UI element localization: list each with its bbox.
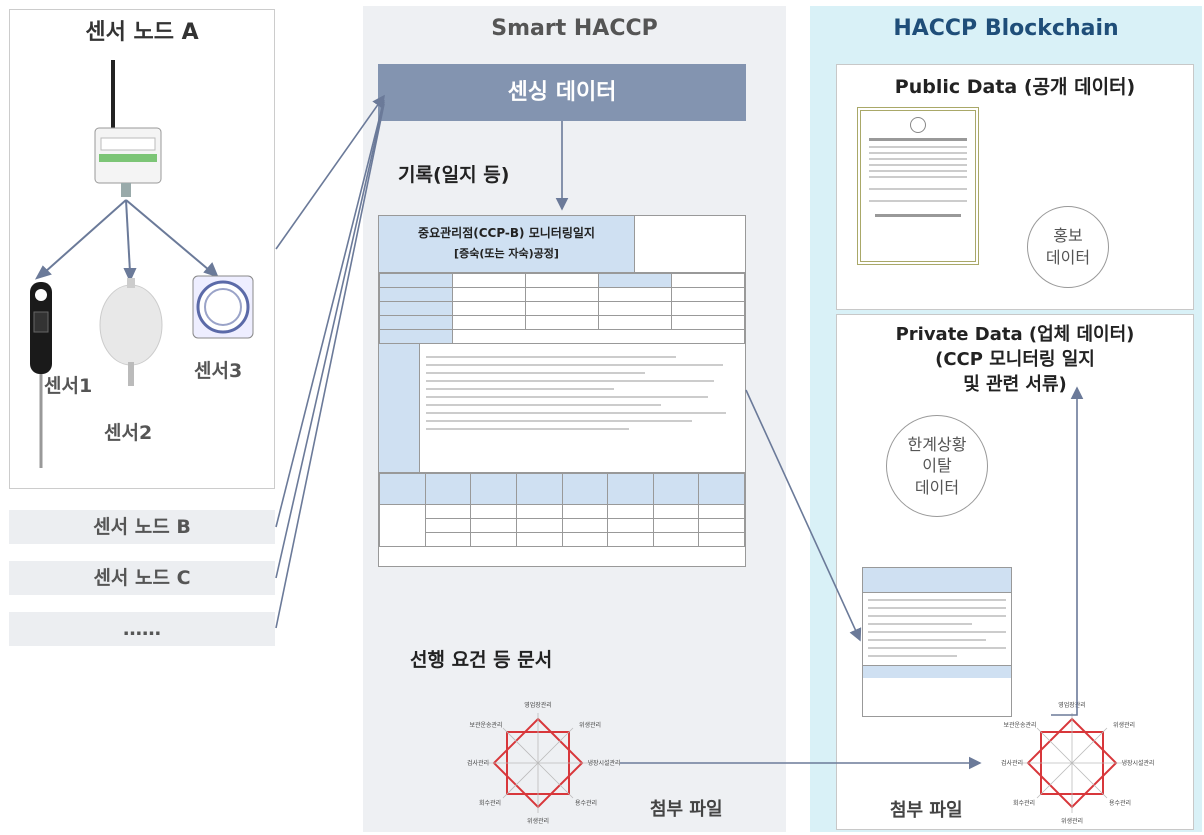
public-data-title: Public Data (공개 데이터)	[894, 76, 1136, 98]
private-title-line3: 및 관련 서류)	[963, 374, 1067, 395]
middle-attachment-label: 첨부 파일	[650, 799, 723, 820]
deviation-line2: 이탈	[922, 456, 952, 476]
sensor1-thermometer-icon	[30, 282, 52, 468]
haccp-certificate-icon	[857, 107, 979, 265]
sensor-links	[34, 199, 219, 283]
prerequisite-documents-label: 선행 요건 등 문서	[410, 649, 553, 671]
sensor-node-a-box	[9, 9, 275, 489]
prerequisite-radar-right: 영업장관리 위생관리 냉장시설관리 용수관리 위생관리 회수관리 검사관리 보관…	[1001, 701, 1155, 825]
sensing-data-box: 센싱 데이터	[378, 64, 746, 121]
private-title-line2: (CCP 모니터링 일지	[935, 349, 1095, 370]
sensor-node-b: 센서 노드 B	[9, 510, 275, 544]
ccp-monitoring-log-document: 중요관리점(CCP-B) 모니터링일지 [증숙(또는 자숙)공정]	[378, 215, 746, 567]
arrow-node-c	[275, 101, 385, 579]
radar-left-label-1: 위생관리	[579, 721, 601, 729]
radar-right-label-1: 위생관리	[1113, 721, 1135, 729]
sensor-node-more: ……	[9, 612, 275, 646]
private-data-box	[836, 314, 1194, 830]
private-title-line1: Private Data (업체 데이터)	[895, 324, 1135, 345]
arrow-node-a	[275, 94, 385, 250]
radar-right-label-7: 보관운송관리	[1003, 721, 1036, 729]
private-log-thumbnail	[862, 567, 1012, 717]
radar-left-label-3: 용수관리	[575, 799, 597, 807]
radar-right-label-5: 회수관리	[1013, 799, 1035, 807]
radar-right-label-6: 검사관리	[1001, 759, 1023, 767]
record-label: 기록(일지 등)	[398, 164, 510, 186]
right-attachment-label: 첨부 파일	[890, 800, 963, 821]
log-method-section	[379, 344, 745, 473]
sensor3-label: 센서3	[194, 360, 243, 382]
radar-left-label-5: 회수관리	[479, 799, 501, 807]
radar-left-label-2: 냉장시설관리	[587, 759, 620, 767]
sensor2-humidity-icon	[99, 278, 163, 386]
radar-right-label-3: 용수관리	[1109, 799, 1131, 807]
sensor1-label: 센서1	[44, 375, 93, 397]
arrow-private-to-public	[1051, 386, 1084, 716]
sensor-node-c: 센서 노드 C	[9, 561, 275, 595]
promo-line2: 데이터	[1045, 248, 1091, 267]
sensor3-gauge-icon	[192, 275, 254, 339]
radar-right-label-2: 냉장시설관리	[1121, 759, 1154, 767]
private-data-title: Private Data (업체 데이터) (CCP 모니터링 일지 및 관련 …	[836, 322, 1194, 397]
log-table-top	[379, 273, 745, 344]
sensor-illustration	[30, 60, 254, 468]
radar-left-label-0: 영업장관리	[524, 701, 552, 709]
log-title: 중요관리점(CCP-B) 모니터링일지	[418, 226, 595, 240]
promo-line1: 홍보	[1053, 226, 1083, 246]
radar-axes	[488, 713, 588, 813]
radar-left-label-6: 검사관리	[467, 759, 489, 767]
arrow-node-b	[275, 99, 385, 528]
sensor2-label: 센서2	[104, 422, 153, 444]
haccp-blockchain-title: HACCP Blockchain	[893, 16, 1119, 41]
deviation-line1: 한계상황	[907, 434, 967, 454]
approval-box	[634, 216, 745, 272]
deviation-line3: 데이터	[914, 477, 960, 497]
smart-haccp-title: Smart HACCP	[491, 16, 658, 41]
log-table-bottom	[379, 473, 745, 547]
prerequisite-radar-left: 영업장관리 위생관리 냉장시설관리 용수관리 위생관리 회수관리 검사관리 보관…	[467, 701, 621, 825]
arrow-node-more	[275, 103, 385, 629]
radar-left-label-4: 위생관리	[527, 817, 549, 825]
radar-left-label-7: 보관운송관리	[469, 721, 502, 729]
radar-right-label-4: 위생관리	[1061, 817, 1083, 825]
arrow-log-to-private	[745, 389, 862, 642]
log-subtitle: [증숙(또는 자숙)공정]	[454, 247, 559, 260]
log-header: 중요관리점(CCP-B) 모니터링일지 [증숙(또는 자숙)공정]	[379, 216, 634, 272]
sensor-node-a-title: 센서 노드 A	[85, 20, 199, 45]
radar-right-label-0: 영업장관리	[1058, 701, 1086, 709]
gateway-device-icon	[94, 127, 162, 197]
